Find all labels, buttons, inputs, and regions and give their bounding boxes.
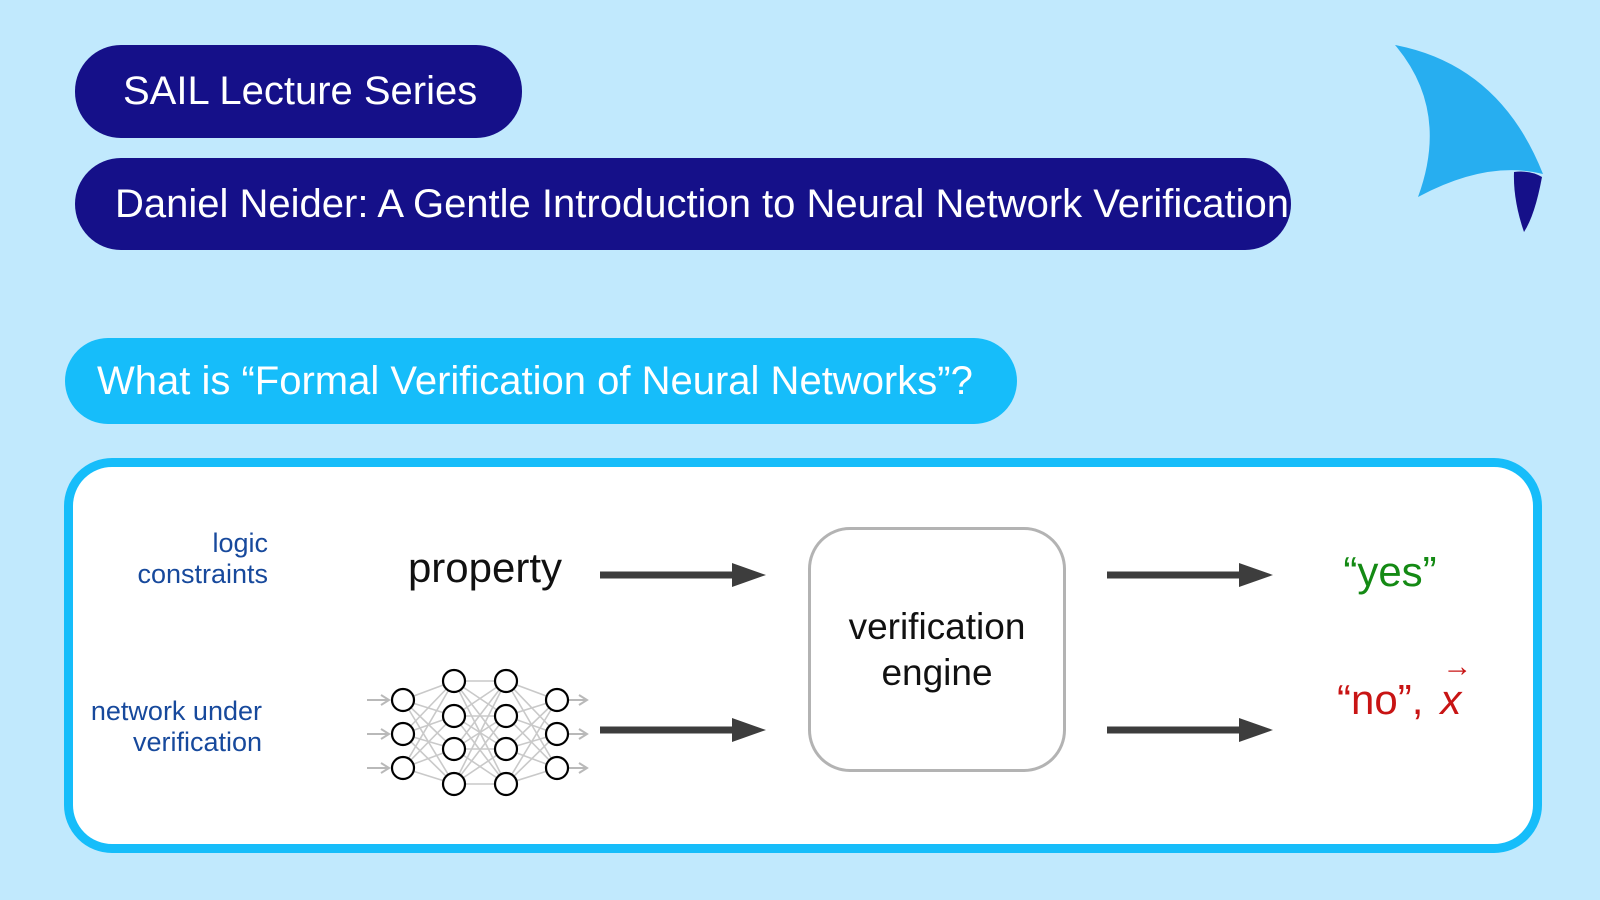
- counterexample-vector: → x: [1437, 650, 1472, 724]
- output-no: “no”, → x: [1337, 650, 1472, 724]
- vector-arrow-icon: →: [1442, 650, 1472, 683]
- question-banner: What is “Formal Verification of Neural N…: [65, 338, 1017, 424]
- lecture-series-badge-label: SAIL Lecture Series: [123, 69, 478, 113]
- sail-logo-main-sail: [1395, 45, 1543, 197]
- network-under-verification-label: network under verification: [62, 696, 262, 758]
- engine-line2: engine: [881, 651, 993, 693]
- arrow-engine-to-no-icon: [1107, 718, 1273, 742]
- arrow-network-to-engine-icon: [600, 718, 766, 742]
- neural-network-icon: [367, 668, 589, 797]
- property-text: property: [407, 544, 563, 591]
- vector-x-text: x: [1440, 676, 1462, 723]
- engine-line1: verification: [848, 605, 1026, 647]
- talk-title: Daniel Neider: A Gentle Introduction to …: [75, 158, 1291, 250]
- logic-constraints-line1: logic: [212, 528, 268, 558]
- network-label-line2: verification: [132, 727, 262, 757]
- question-banner-label: What is “Formal Verification of Neural N…: [97, 358, 973, 403]
- logic-constraints-label: logic constraints: [68, 528, 268, 590]
- no-text: “no”,: [1337, 676, 1424, 723]
- property-label: property: [375, 544, 595, 592]
- logic-constraints-line2: constraints: [137, 559, 268, 589]
- arrow-property-to-engine-icon: [600, 563, 766, 587]
- arrow-engine-to-yes-icon: [1107, 563, 1273, 587]
- output-yes: “yes”: [1330, 548, 1450, 596]
- sail-logo-small-sail: [1513, 171, 1542, 232]
- yes-text: “yes”: [1343, 548, 1437, 595]
- network-label-line1: network under: [90, 696, 262, 726]
- sail-logo-icon: [1395, 45, 1543, 232]
- talk-title-label: Daniel Neider: A Gentle Introduction to …: [115, 181, 1289, 226]
- diagram-panel: [64, 458, 1542, 853]
- verification-engine-box: verification engine: [808, 527, 1066, 772]
- lecture-series-badge: SAIL Lecture Series: [75, 45, 522, 138]
